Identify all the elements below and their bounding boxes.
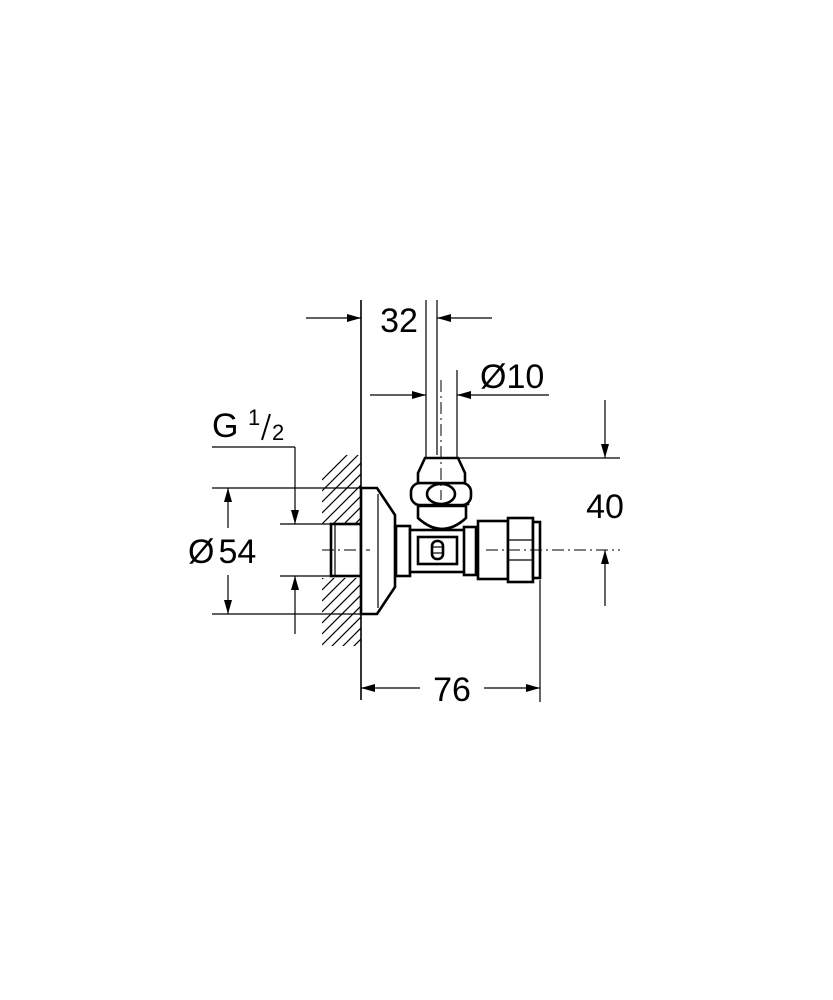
hatch-line — [342, 506, 361, 525]
wall-hatch-upper — [322, 455, 362, 711]
hatch-line — [322, 578, 335, 591]
hatch-line — [322, 455, 348, 481]
hatch-line — [322, 583, 361, 624]
thread-fraction-slash — [261, 413, 271, 441]
hatch-line — [322, 578, 346, 602]
outlet-collar — [462, 525, 478, 577]
hatch-line — [322, 649, 362, 689]
diameter-symbol: Ø — [480, 358, 506, 396]
upper-neck — [416, 504, 468, 531]
hatch-line — [322, 455, 359, 492]
diameter-symbol: Ø — [188, 533, 214, 571]
hatch-line — [322, 671, 362, 711]
dimension-32: 32 — [306, 300, 492, 455]
dimension-label-76: 76 — [433, 671, 471, 709]
hatch-line — [322, 660, 362, 700]
hatch-line — [322, 578, 357, 613]
dimension-label-32: 32 — [380, 302, 418, 340]
dimension-label-40: 40 — [586, 488, 624, 526]
hatch-line — [331, 495, 361, 525]
hatch-line — [322, 660, 362, 700]
hatch-line — [342, 627, 361, 646]
hatch-line — [353, 638, 361, 646]
hatch-line — [322, 605, 361, 646]
diameter-value: 54 — [218, 533, 256, 571]
hatch-line — [331, 616, 361, 646]
thread-numerator: 1 — [248, 405, 260, 430]
handle-slot — [430, 539, 445, 561]
valve-body — [329, 300, 542, 616]
wall — [322, 300, 362, 711]
hatch-line — [322, 649, 362, 689]
inlet-collar — [394, 524, 412, 578]
thread-letter: G — [212, 407, 238, 445]
hatch-line — [322, 671, 362, 711]
dimension-76: 76 — [361, 580, 541, 709]
wall-hatch-lower — [322, 578, 362, 711]
hatch-line — [322, 473, 361, 514]
hatch-line — [322, 462, 361, 503]
dimension-thread: G 1 2 — [212, 405, 331, 634]
diameter-value: 10 — [506, 358, 544, 396]
hatch-line — [322, 484, 361, 525]
thread-denominator: 2 — [272, 420, 284, 445]
dimension-pipe-diameter: Ø10 — [370, 358, 549, 399]
dimension-label-pipe-diameter: Ø10 — [480, 358, 544, 396]
dimension-40: 40 — [445, 400, 624, 606]
